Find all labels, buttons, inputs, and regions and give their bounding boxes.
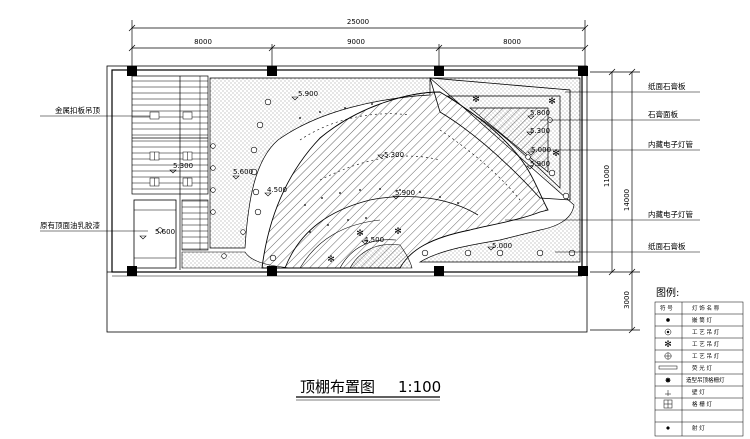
svg-text:✻: ✻ bbox=[548, 97, 556, 107]
label-hidden-light-1: 内藏电子灯管 bbox=[648, 139, 693, 149]
legend-heading: 图例: bbox=[656, 286, 679, 299]
elevation-13: 5.900 bbox=[530, 160, 550, 168]
top-dimensions bbox=[128, 20, 589, 72]
legend-symbols: ✻ ✸ bbox=[658, 318, 678, 430]
label-metal-ceiling: 金属扣板吊顶 bbox=[55, 105, 100, 115]
dim-segment-1: 8000 bbox=[194, 38, 212, 46]
legend-item-9: 射 灯 bbox=[692, 424, 705, 432]
elevation-markers bbox=[139, 96, 535, 251]
legend-item-5: 荧 光 灯 bbox=[692, 364, 712, 372]
right-callout-lines bbox=[505, 91, 700, 253]
dim-right-lower: 3000 bbox=[623, 291, 631, 309]
label-gypsum-board-bottom: 纸面石膏板 bbox=[648, 241, 686, 251]
lower-gypsum-segment bbox=[349, 244, 413, 269]
label-gypsum-panel: 石膏面板 bbox=[648, 109, 678, 119]
metal-strip-ceiling-zone bbox=[131, 75, 209, 270]
elevation-10: 5.800 bbox=[530, 109, 550, 117]
elevation-9: 5.000 bbox=[492, 242, 512, 250]
right-dimensions bbox=[590, 68, 640, 334]
legend-item-8: 格 栅 灯 bbox=[692, 400, 712, 408]
elevation-2: 5.300 bbox=[173, 162, 193, 170]
hatched-wave-zone bbox=[261, 91, 549, 269]
label-gypsum-board-top: 纸面石膏板 bbox=[648, 81, 686, 91]
svg-text:✸: ✸ bbox=[665, 376, 672, 385]
label-original-ceiling: 原有顶面油乳胶漆 bbox=[40, 220, 100, 230]
pendant-lamps: ✻ ✻ ✻ ✻ ✻ ✻ bbox=[327, 95, 560, 265]
elevation-8: 4.500 bbox=[364, 236, 384, 244]
svg-text:✻: ✻ bbox=[327, 255, 335, 265]
drawing-title: 顶棚布置图 bbox=[300, 378, 375, 396]
arc-spotlights bbox=[299, 103, 459, 233]
legend-col-name: 灯 饰 名 称 bbox=[692, 304, 720, 312]
building-outline bbox=[106, 65, 588, 333]
downlights bbox=[157, 98, 576, 262]
elevation-11: 5.300 bbox=[530, 127, 550, 135]
legend-col-symbol: 符 号 bbox=[660, 304, 673, 312]
elevation-7: 5.900 bbox=[395, 189, 415, 197]
legend-item-2: 工 艺 吊 灯 bbox=[692, 328, 720, 336]
elevation-4: 4.500 bbox=[267, 186, 287, 194]
elevation-6: 5.600 bbox=[155, 228, 175, 236]
svg-text:✻: ✻ bbox=[472, 95, 480, 105]
svg-text:✻: ✻ bbox=[356, 229, 364, 239]
left-callout-lines bbox=[40, 115, 150, 232]
structural-columns bbox=[127, 66, 588, 276]
dim-total-width: 25000 bbox=[347, 18, 369, 26]
legend-item-3: 工 艺 吊 灯 bbox=[692, 340, 720, 348]
legend-item-4: 工 艺 吊 灯 bbox=[692, 352, 720, 360]
legend-item-6: 造型吊顶格栅灯 bbox=[686, 376, 725, 384]
legend-table bbox=[654, 301, 744, 437]
elevation-5: 5.300 bbox=[384, 151, 404, 159]
dim-right-upper: 11000 bbox=[603, 165, 611, 187]
legend-item-7: 壁 灯 bbox=[692, 388, 705, 396]
svg-text:✻: ✻ bbox=[394, 227, 402, 237]
dim-segment-3: 8000 bbox=[503, 38, 521, 46]
svg-text:✻: ✻ bbox=[664, 340, 672, 350]
legend-item-1: 嵌 筒 灯 bbox=[692, 316, 712, 324]
drawing-scale: 1:100 bbox=[398, 378, 441, 396]
svg-text:✻: ✻ bbox=[552, 149, 560, 159]
dim-right-total: 14000 bbox=[623, 189, 631, 211]
dim-segment-2: 9000 bbox=[347, 38, 365, 46]
label-hidden-light-2: 内藏电子灯管 bbox=[648, 209, 693, 219]
elevation-3: 5.600 bbox=[233, 168, 253, 176]
elevation-1: 5.900 bbox=[298, 90, 318, 98]
